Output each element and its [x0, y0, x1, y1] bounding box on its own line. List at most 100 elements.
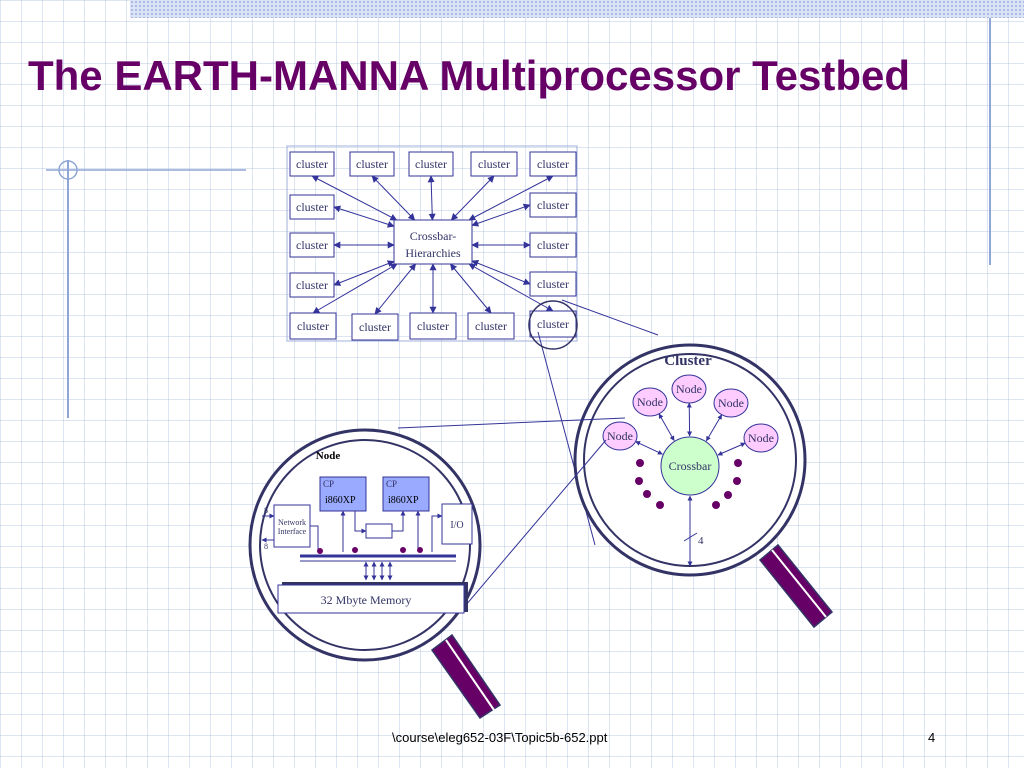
- cluster-box-label-15: cluster: [475, 319, 507, 333]
- cpu-2-label: i860XP: [388, 495, 419, 506]
- cluster-node-5: [743, 423, 779, 453]
- node-zoom-line-top: [397, 417, 626, 429]
- cluster-box-label-13: cluster: [359, 320, 391, 334]
- cluster-node-2: [671, 374, 707, 404]
- bridge-box: [365, 523, 393, 539]
- cluster-box-label-11: cluster: [537, 277, 569, 291]
- cluster-box-label-9: cluster: [537, 238, 569, 252]
- cluster-box-label-8: cluster: [296, 238, 328, 252]
- cluster-magnifier-handle: [758, 543, 834, 629]
- cluster-node-3: [713, 388, 749, 418]
- zoom-line-top: [561, 299, 659, 336]
- cluster-dot-7: [724, 491, 732, 499]
- system-border: [286, 145, 578, 342]
- cluster-node-links: [635, 402, 746, 456]
- cluster-box-7: [529, 192, 577, 218]
- io-to-bus: [431, 513, 443, 552]
- cluster-node-4: [602, 421, 638, 451]
- cluster-box-12: [289, 312, 337, 340]
- cluster-node-label-3: Node: [718, 396, 744, 410]
- cluster-box-label-14: cluster: [417, 319, 449, 333]
- page-number: 4: [928, 730, 936, 745]
- cluster-node-link-3: [705, 414, 723, 442]
- footer-file-path: \course\eleg652-03F\Topic5b-652.ppt: [392, 730, 608, 745]
- cluster-box-3: [408, 151, 454, 177]
- cluster-box-label-16: cluster: [537, 317, 569, 331]
- slide-title: The EARTH-MANNA Multiprocessor Testbed: [28, 52, 911, 99]
- bus-dot-2: [352, 547, 358, 553]
- link-width-label: 4: [698, 535, 704, 547]
- node-zoom-line-bottom: [459, 439, 607, 613]
- bus-dot-1: [317, 548, 323, 554]
- cpu2-down-left: [392, 510, 406, 532]
- cluster-dot-1: [636, 459, 644, 467]
- io-label: I/O: [450, 520, 463, 531]
- bus-dot-3: [400, 547, 406, 553]
- network-label-line2: Interface: [278, 527, 307, 536]
- cluster-box-10: [289, 272, 335, 298]
- left-rule-ring: [58, 160, 78, 180]
- cluster-dot-6: [733, 477, 741, 485]
- crossbar-hierarchies-label-line2: Hierarchies: [405, 246, 461, 260]
- crossbar-hierarchies-label-line1: Crossbar-: [410, 229, 456, 243]
- cluster-node-label-5: Node: [748, 431, 774, 445]
- network-interface-box: [273, 504, 311, 548]
- hub-link-13: [374, 263, 417, 315]
- cluster-box-13: [351, 313, 399, 341]
- cpu-1-cp-label: CP: [323, 479, 334, 489]
- crossbar-hierarchies-box: [393, 219, 473, 265]
- cluster-box-9: [529, 232, 577, 258]
- cluster-box-6: [289, 194, 335, 220]
- network-label-line1: Network: [278, 518, 306, 527]
- cluster-handle-highlight: [771, 549, 827, 618]
- bus-dot-4: [417, 547, 423, 553]
- cluster-box-14: [409, 312, 457, 340]
- link-width-tick: [683, 532, 698, 542]
- cluster-box-label-2: cluster: [356, 157, 388, 171]
- cluster-dot-2: [635, 477, 643, 485]
- cluster-node-label-2: Node: [676, 382, 702, 396]
- hub-link-2: [371, 175, 416, 221]
- bus-junction-dots: [317, 547, 423, 554]
- cluster-heading: Cluster: [664, 353, 712, 369]
- cluster-box-4: [470, 151, 518, 177]
- node-magnifier: Node CP i860XP CP i860XP Network Interfa…: [248, 417, 626, 720]
- system-level-diagram: cluster cluster cluster cluster cluster clust…: [286, 145, 578, 342]
- cluster-node-label-4: Node: [607, 429, 633, 443]
- cluster-box-5: [529, 151, 577, 177]
- cluster-box-label-5: cluster: [537, 157, 569, 171]
- cpu-box-2: [382, 476, 430, 512]
- network-port-width-in: 8: [264, 506, 268, 515]
- cluster-node-link-1: [658, 413, 675, 441]
- hub-link-7: [471, 203, 531, 227]
- network-port-width-out: 8: [264, 542, 268, 551]
- cluster-extra-node-dots: [635, 459, 742, 509]
- cluster-box-8: [289, 232, 335, 258]
- cluster-box-1: [289, 151, 335, 177]
- cluster-highlight-circle: [528, 300, 578, 350]
- cpu-1-label: i860XP: [325, 495, 356, 506]
- cluster-node-link-4: [635, 441, 663, 455]
- memory-label: 32 Mbyte Memory: [321, 593, 412, 607]
- cluster-dot-3: [643, 490, 651, 498]
- hub-link-3: [427, 175, 436, 221]
- node-heading: Node: [316, 450, 341, 462]
- cpu1-down-right: [354, 511, 367, 534]
- hub-link-11: [471, 259, 531, 285]
- cluster-node-link-5: [717, 442, 746, 456]
- cluster-boxes: cluster cluster cluster cluster cluster clust…: [289, 151, 577, 341]
- hub-link-15: [449, 263, 492, 314]
- hub-link-4: [450, 175, 495, 221]
- cluster-box-label-6: cluster: [296, 200, 328, 214]
- cluster-crossbar-label: Crossbar: [669, 459, 712, 473]
- cluster-dot-8: [712, 501, 720, 509]
- cpu-2-cp-label: CP: [386, 479, 397, 489]
- cluster-box-label-3: cluster: [415, 157, 447, 171]
- cluster-box-label-4: cluster: [478, 157, 510, 171]
- cluster-node-1: [632, 387, 668, 417]
- hub-link-6: [333, 205, 395, 228]
